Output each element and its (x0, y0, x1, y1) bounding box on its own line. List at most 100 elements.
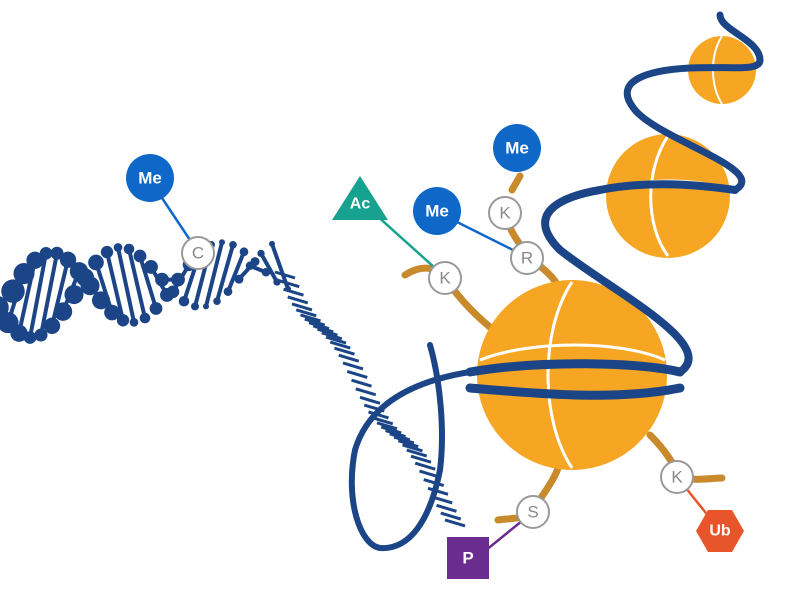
dna-base-pair (385, 429, 406, 438)
dna-base-pair (283, 287, 304, 297)
dna-base-pair (346, 369, 368, 379)
residue-k-methyl: K (488, 196, 522, 230)
dna-backbone-node (104, 304, 120, 321)
phospho-mark: P (447, 537, 489, 579)
dna-base-pair (215, 244, 235, 302)
dna-base-pair (116, 247, 136, 323)
dna-base-pair (278, 279, 300, 289)
dna-backbone-node (239, 247, 249, 257)
dna-backbone-node (219, 239, 225, 246)
dna-base-pair (138, 255, 158, 310)
dna-base-pair (317, 327, 338, 337)
dna-backbone-node (116, 314, 130, 327)
dna-base-pair (410, 454, 432, 464)
dna-backbone-node (53, 302, 73, 321)
dna-thin-helix (274, 270, 466, 528)
dna-base-pair (444, 518, 466, 528)
acetyl-mark: Ac (332, 176, 388, 220)
residue-s: S (516, 495, 550, 529)
dna-base-pair (342, 361, 364, 371)
dna-backbone-node (166, 285, 180, 299)
dna-base-pair (423, 478, 445, 487)
nucleosome-large (477, 280, 667, 470)
dna-base-pair (338, 353, 360, 363)
dna-base-pair (406, 448, 428, 458)
dna-base-pair (127, 248, 147, 319)
dna-base-pair (308, 321, 330, 331)
svg-text:Me: Me (138, 169, 162, 188)
residue-k-acetyl: K (428, 261, 462, 295)
dna-base-pair (440, 511, 462, 521)
histone-tail-me-top (508, 172, 524, 194)
residue-c: C (181, 236, 215, 270)
dna-base-pair (321, 331, 343, 341)
dna-backbone-node (213, 297, 221, 305)
dna-ribbon (348, 11, 764, 552)
svg-text:C: C (192, 244, 204, 263)
dna-base-pair (105, 251, 125, 321)
dna-backbone-node (257, 249, 265, 258)
svg-text:Me: Me (505, 139, 529, 158)
dna-backbone-node (155, 272, 169, 287)
dna-backbone-node (273, 278, 281, 286)
svg-text:Ub: Ub (709, 523, 731, 540)
dna-base-pair (17, 259, 37, 334)
dna-double-helix (0, 239, 291, 344)
dna-base-pair (363, 403, 385, 413)
dna-backbone-node (223, 287, 233, 296)
dna-base-pair (204, 241, 224, 307)
dna-backbone-node (191, 302, 199, 311)
dna-base-pair (372, 416, 394, 426)
dna-base-pair (259, 252, 279, 283)
dna-backbone-node (229, 241, 237, 249)
dna-backbone-node (245, 261, 255, 271)
dna-backbone-node (59, 251, 77, 268)
dna-backbone-node (129, 317, 139, 327)
dna-base-pair (368, 410, 389, 420)
dna-base-pair (287, 295, 309, 305)
ubiquitin-mark: Ub (696, 510, 744, 552)
dna-base-pair (351, 378, 372, 388)
dna-backbone-node (144, 259, 158, 274)
dna-base-pair (427, 486, 449, 496)
dna-backbone-node (139, 312, 151, 324)
dna-backbone-node (100, 245, 114, 259)
dna-base-pair (393, 435, 415, 445)
dna-backbone-node (203, 303, 209, 310)
dna-base-pair (376, 421, 398, 431)
residue-k-ubiquitin: K (660, 460, 694, 494)
dna-base-pair (389, 432, 411, 442)
dna-backbone-node (64, 285, 84, 305)
dna-base-pair (436, 503, 457, 513)
dna-base-pair (355, 387, 377, 397)
methyl-mark-k: Me (493, 124, 541, 172)
dna-backbone-node (149, 302, 163, 315)
dna-base-pair (380, 425, 402, 435)
svg-text:Ac: Ac (350, 196, 371, 213)
dna-base-pair (300, 313, 321, 323)
dna-backbone-node (10, 324, 28, 342)
residue-r: R (510, 241, 544, 275)
dna-base-pair (334, 346, 355, 356)
dna-backbone-node (75, 268, 95, 287)
dna-base-pair (325, 335, 347, 345)
dna-base-pair (402, 443, 423, 453)
svg-text:K: K (439, 269, 451, 288)
dna-base-pair (431, 495, 453, 505)
dna-base-pair (397, 439, 419, 449)
dna-base-pair (226, 251, 246, 293)
dna-backbone-node (133, 249, 147, 263)
dna-base-pair (28, 252, 48, 338)
svg-text:Me: Me (425, 202, 449, 221)
dna-base-pair (304, 317, 326, 327)
svg-text:P: P (462, 549, 473, 568)
dna-base-pair (414, 461, 436, 471)
methyl-mark-r: Me (413, 187, 461, 235)
dna-backbone-node (50, 246, 64, 260)
svg-text:S: S (527, 503, 538, 522)
svg-text:K: K (499, 204, 511, 223)
dna-base-pair (94, 261, 114, 314)
dna-base-pair (312, 324, 334, 334)
svg-text:R: R (521, 249, 533, 268)
